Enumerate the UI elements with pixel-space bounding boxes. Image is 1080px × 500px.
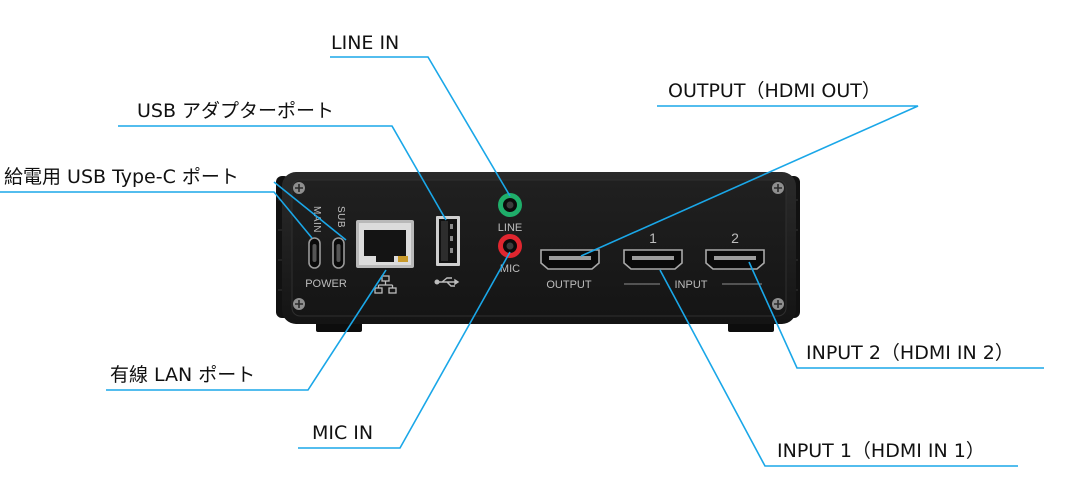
label-line: LINE	[498, 222, 522, 234]
callout-mic-in: MIC IN	[312, 422, 374, 444]
network-icon	[374, 275, 397, 294]
label-input-1: 1	[649, 230, 657, 246]
label-power: POWER	[305, 278, 347, 290]
leader-line-lan	[106, 269, 387, 391]
device-front-panel	[291, 179, 787, 317]
callout-usb-adapter-port: USB アダプターポート	[137, 100, 335, 122]
screw-icon	[772, 182, 784, 194]
label-output: OUTPUT	[546, 279, 592, 291]
usb-trident-icon	[434, 277, 460, 287]
callout-power-usb-c-port: 給電用 USB Type-C ポート	[4, 166, 239, 188]
callout-output-hdmi-out: OUTPUT（HDMI OUT）	[668, 80, 881, 102]
callout-input2-hdmi-in2: INPUT 2（HDMI IN 2）	[806, 342, 1014, 364]
label-input-2: 2	[731, 230, 739, 246]
lan-port	[356, 220, 414, 268]
mic-in-jack	[498, 234, 522, 258]
screw-icon	[293, 298, 305, 310]
label-input: INPUT	[675, 279, 708, 291]
usb-c-port-main-tongue	[312, 244, 317, 262]
callout-input1-hdmi-in1: INPUT 1（HDMI IN 1）	[777, 440, 985, 462]
line-in-jack	[498, 193, 522, 217]
hdmi-input-2-port	[705, 249, 765, 270]
hdmi-input-1-port	[623, 249, 683, 270]
leader-line-usb-c-sub	[273, 181, 347, 241]
label-sub: SUB	[335, 206, 346, 228]
label-main: MAIN	[311, 206, 322, 233]
screw-icon	[293, 182, 305, 194]
leader-lines	[0, 56, 1044, 467]
label-mic: MIC	[500, 263, 520, 275]
leader-line-input-2	[748, 261, 1044, 369]
callout-line-in: LINE IN	[331, 32, 400, 54]
usb-a-port	[436, 216, 460, 266]
leader-line-line-in	[330, 56, 511, 197]
screw-icon	[772, 298, 784, 310]
leader-line-usb-adapter	[118, 125, 447, 221]
leader-line-mic-in	[298, 251, 511, 449]
leader-line-usb-c-main	[0, 191, 313, 239]
usb-c-port-sub-tongue	[336, 244, 341, 262]
leader-line-output	[580, 105, 919, 257]
callout-wired-lan-port: 有線 LAN ポート	[110, 364, 256, 386]
hdmi-output-port	[540, 249, 600, 270]
leader-line-input-1	[659, 269, 1018, 467]
